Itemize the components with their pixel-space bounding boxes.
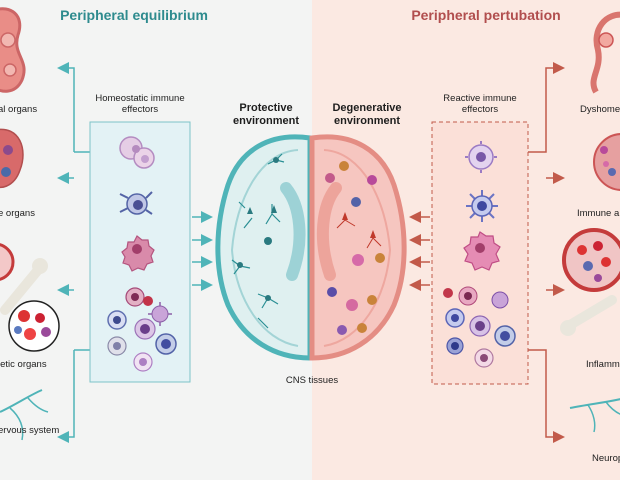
- left-box-label-line2: effectors: [122, 104, 159, 115]
- brain-right-hemisphere: [309, 134, 407, 361]
- protective-env-line2: environment: [233, 115, 299, 127]
- cns-tissues-label: CNS tissues: [286, 375, 339, 386]
- degenerative-env-line2: environment: [334, 115, 400, 127]
- protective-env-line1: Protective: [239, 102, 292, 114]
- left-outflow-arrows: [60, 68, 90, 443]
- right-box-label-line1: Reactive immune: [443, 93, 516, 104]
- right-inflow-arrows: [409, 211, 430, 291]
- right-nerve-icon: [569, 398, 620, 433]
- right-immune-organ-icon: [593, 133, 620, 191]
- homeostatic-cells: [107, 136, 177, 372]
- left-inflow-arrows: [192, 211, 213, 291]
- left-title: Peripheral equilibrium: [60, 7, 208, 23]
- left-box-label-line1: Homeostatic immune: [95, 93, 184, 104]
- reactive-cells: [443, 141, 516, 368]
- right-organ-label-2: Immune a: [577, 208, 620, 219]
- left-organ-label-3: ietic organs: [0, 359, 47, 370]
- right-outflow-arrows: [528, 62, 565, 443]
- right-organ-label-3: Inflamm: [586, 359, 620, 370]
- left-organ-label-1: al organs: [0, 104, 37, 115]
- right-box-label-line2: effectors: [462, 104, 499, 115]
- right-intestine-icon: [590, 11, 620, 94]
- degenerative-env-line1: Degenerative: [332, 102, 401, 114]
- left-organ-label-2: e organs: [0, 208, 35, 219]
- left-kidney-icon: [0, 128, 24, 189]
- left-bone-marrow-icon: [0, 243, 60, 352]
- left-nerve-icon: [0, 389, 49, 441]
- right-organ-label-4: Neurop: [592, 453, 620, 464]
- right-organ-label-1: Dyshome: [580, 104, 620, 115]
- right-title: Peripheral pertubation: [411, 7, 560, 23]
- brain-left-hemisphere: [215, 134, 313, 361]
- right-bone-marrow-icon: [560, 228, 620, 336]
- left-organ-label-4: ervous system: [0, 425, 59, 436]
- left-intestine-icon: [0, 7, 26, 93]
